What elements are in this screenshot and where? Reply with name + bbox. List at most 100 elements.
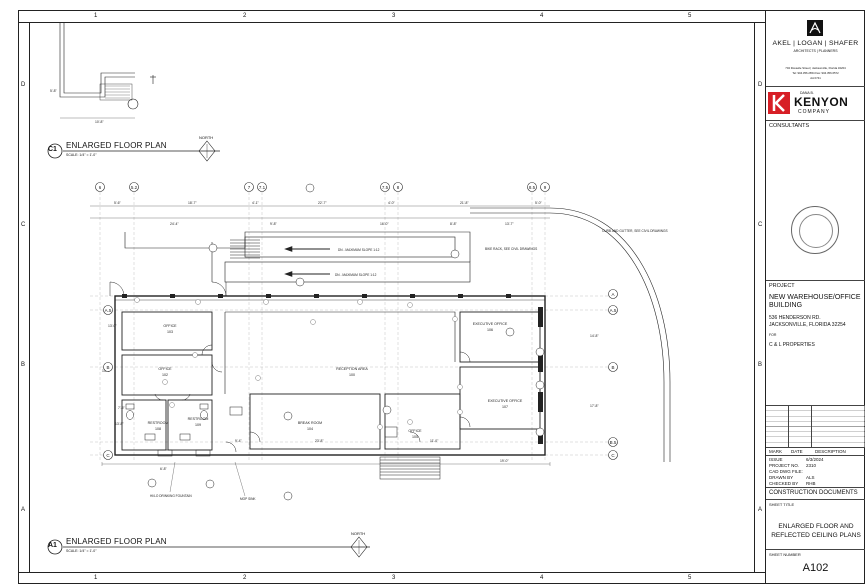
note-bike-rack: BIKE RACK, SEE CIVIL DRAWINGS [485, 247, 537, 251]
grid-col-4: 4 [540, 13, 544, 19]
client-logo-icon [768, 92, 790, 114]
dim-top-3: 4'-1" [252, 201, 260, 205]
row-label-c-left: C [106, 453, 110, 458]
rev-date-label: DATE [791, 449, 803, 454]
grid-strip-bottom: 1 2 3 4 5 [18, 572, 765, 584]
plan-c1-tag: C1 [48, 146, 57, 153]
grid-row-d-right: D [758, 82, 763, 88]
checked-by-label: CHECKED BY [769, 481, 799, 486]
dim-top-10: 16'-0" [380, 222, 389, 226]
project-no-label: PROJECT NO. [769, 463, 800, 468]
grid-col-2-bottom: 2 [243, 575, 247, 581]
door-tags [134, 297, 463, 430]
room-tag-102: 102 [162, 373, 168, 377]
col-bubble-6 [95, 182, 105, 192]
grid-row-c: C [21, 222, 26, 228]
north-label-c1: NORTH [199, 135, 214, 140]
firm-name: AKEL | LOGAN | SHAFER [772, 40, 859, 47]
grid-strip-left: D C B A [18, 22, 30, 572]
grid-row-b: B [21, 362, 26, 368]
grid-strip-right: D C B A [754, 22, 766, 572]
room-tag-108: 108 [155, 427, 161, 431]
sheet-number-label: SHEET NUMBER [769, 552, 801, 557]
grid-col-5-bottom: 5 [688, 575, 692, 581]
plan-a1-title: ENLARGED FLOOR PLAN [66, 537, 167, 546]
project-no-value: 2310 [806, 463, 817, 468]
rev-desc-label: DESCRIPTION [815, 449, 846, 454]
col-label-8: 8 [397, 185, 400, 190]
note-curb: CURB AND GUTTER, SEE CIVIL DRAWINGS [602, 229, 668, 233]
title-block: AKEL | LOGAN | SHAFER ARCHITECTS | PLANN… [765, 10, 865, 584]
drawn-by-value: ALS [806, 475, 815, 480]
room-name-104: BREAK ROOM [298, 421, 322, 425]
firm-license: AA 0741 [810, 76, 821, 80]
firm-address: 704 Rosselle Street | Jacksonville, Flor… [785, 66, 846, 70]
plan-a1-scale: SCALE: 1/4" = 1'-0" [66, 549, 97, 553]
note-fountain: HI/LO DRINKING FOUNTAIN [150, 494, 192, 498]
room-tag-100: 100 [349, 373, 355, 377]
grid-row-b-right: B [758, 362, 763, 368]
for-label: FOR [769, 333, 777, 337]
col-bubble-7-1 [257, 182, 267, 192]
dim-right-1: 14'-8" [590, 334, 599, 338]
leader-mop [234, 461, 246, 497]
col-label-7-5: 7.5 [382, 185, 389, 190]
project-label: PROJECT [769, 283, 795, 289]
room-name-103: OFFICE [163, 324, 177, 328]
consultants-row: CONSULTANTS [766, 120, 865, 290]
note-mop-sink: MOP SINK [240, 497, 256, 501]
row-label-a5-left: A.5 [105, 308, 112, 313]
architect-seal [791, 206, 839, 254]
room-name-108: RESTROOM [148, 421, 169, 425]
col-label-9: 9 [544, 185, 547, 190]
row-label-a5: A.5 [610, 308, 617, 313]
section-markers [147, 183, 545, 501]
cad-file-label: CAD DWG FILE: [769, 469, 803, 474]
dim-top-12: 13'-7" [505, 222, 514, 226]
dim-left-3: 7'-5" [118, 406, 126, 410]
dim-top-6: 21'-8" [460, 201, 469, 205]
row-bubbles: A A.5 B B.5 C B A.5 C [103, 289, 618, 460]
firm-logo-icon [807, 20, 823, 36]
grid-col-1: 1 [94, 13, 98, 19]
col-label-8-5: 8.5 [529, 185, 536, 190]
col-label-7-1: 7.1 [259, 185, 266, 190]
plan-a1-title-group [47, 536, 370, 558]
grid-col-4-bottom: 4 [540, 575, 544, 581]
firm-phone: Tel: 904.356.2654 Fax: 904.356.6572 [792, 71, 839, 75]
dim-bottom-5: 19'-0" [500, 459, 509, 463]
col-bubble-8-5 [527, 182, 537, 192]
sheet-number: A102 [802, 562, 829, 574]
client-name: KENYON [794, 95, 849, 109]
rev-mark-label: MARK [769, 449, 783, 454]
room-tag-109: 109 [195, 423, 201, 427]
project-row: PROJECT NEW WAREHOUSE/OFFICE BUILDING 53… [766, 280, 865, 356]
room-tag-105: 105 [412, 435, 418, 439]
dim-c1-b: 10'-8" [95, 120, 104, 124]
curb-curve [470, 207, 671, 462]
grid-col-2: 2 [243, 13, 247, 19]
sheet-border [18, 10, 865, 584]
dim-top-9: 9'-8" [270, 222, 278, 226]
dim-top-1: 5'-6" [114, 201, 122, 205]
issue-info: ISSUE 6/3/2024 PROJECT NO. 2310 CAD DWG … [766, 455, 865, 487]
plan-c1-fragment [59, 22, 156, 119]
project-name: NEW WAREHOUSE/OFFICE BUILDING [769, 294, 861, 309]
owner-name: C & L PROPERTIES [769, 342, 815, 348]
room-tag-104: 104 [307, 427, 313, 431]
grid-strip-top: 1 2 3 4 5 [18, 11, 765, 23]
client-subtitle: COMPANY [798, 109, 830, 115]
sheet-title: ENLARGED FLOOR AND REFLECTED CEILING PLA… [771, 523, 861, 539]
row-label-b5: B.5 [610, 440, 617, 445]
north-label-a1: NORTH [351, 531, 366, 536]
column-bubbles: 6 5.2 7 7.1 7.5 8 8.5 9 [95, 182, 550, 192]
row-label-c: C [611, 453, 615, 458]
room-tag-107: 107 [502, 405, 508, 409]
dim-bottom-4: 11'-0" [430, 439, 439, 443]
col-label-5-2: 5.2 [131, 185, 138, 190]
grid-row-c-right: C [758, 222, 763, 228]
dim-c1-a: 5'-8" [50, 89, 58, 93]
client-logo-row: DANA B. KENYON COMPANY [766, 86, 865, 120]
row-label-b: B [611, 365, 614, 370]
dim-bottom-2: 9'-4" [235, 439, 243, 443]
